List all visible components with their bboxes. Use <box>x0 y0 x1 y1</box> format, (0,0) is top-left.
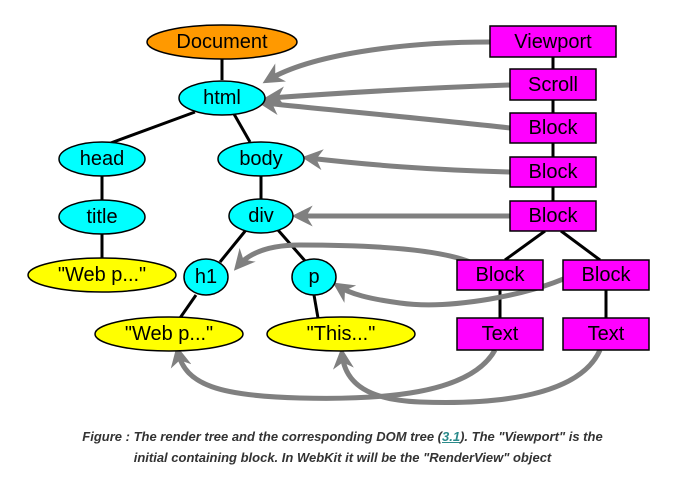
render-box-viewport-label: Viewport <box>514 31 592 53</box>
dom-node-h1-label: h1 <box>195 266 217 288</box>
dom-node-body: body <box>217 141 305 177</box>
render-box-block-p-label: Block <box>582 264 632 286</box>
dom-node-div-label: div <box>248 205 274 227</box>
render-box-block-html: Block <box>509 112 597 144</box>
arrow-block-html <box>257 94 511 131</box>
dom-node-h1-text: "Web p..." <box>94 316 244 352</box>
caption-text-after: ). The "Viewport" is the initial contain… <box>133 429 603 465</box>
dom-node-title-text: "Web p..." <box>27 257 177 293</box>
dom-node-p-text: "This..." <box>266 316 416 352</box>
dom-node-head: head <box>58 141 146 177</box>
render-box-scroll: Scroll <box>509 68 597 101</box>
edge-html-body <box>232 113 252 143</box>
dom-node-title: title <box>58 199 146 235</box>
arrow-texth1-h1text <box>170 345 498 401</box>
dom-node-div: div <box>228 198 294 234</box>
render-box-text-p: Text <box>562 317 650 351</box>
dom-node-h1: h1 <box>183 258 229 296</box>
dom-tree-edges <box>100 58 320 319</box>
render-tree-edges <box>498 57 608 318</box>
dom-node-html-label: html <box>203 87 241 109</box>
dom-node-p-label: p <box>308 266 319 288</box>
arrow-viewport-document <box>262 39 491 84</box>
render-box-block-body-label: Block <box>529 161 579 183</box>
render-box-scroll-label: Scroll <box>528 74 578 96</box>
arrow-scroll-html <box>263 82 511 108</box>
render-box-block-div-label: Block <box>529 205 579 227</box>
render-box-block-body: Block <box>509 156 597 188</box>
render-box-block-p: Block <box>562 259 650 291</box>
edge-block3-blockp <box>560 229 601 262</box>
arrow-textp-ptext <box>332 347 603 405</box>
render-box-block-h1-label: Block <box>476 264 526 286</box>
render-box-text-p-label: Text <box>588 323 625 345</box>
dom-node-p-text-label: "This..." <box>307 323 376 345</box>
arrow-blockh1-h1 <box>233 242 471 271</box>
render-box-viewport: Viewport <box>489 25 617 58</box>
caption-text-before: Figure : The render tree and the corresp… <box>82 429 443 444</box>
render-box-block-html-label: Block <box>529 117 579 139</box>
edge-p-text <box>312 294 320 319</box>
arrow-block-body <box>301 149 511 175</box>
mapping-arrows <box>170 39 603 405</box>
figure-caption: Figure : The render tree and the corresp… <box>70 426 615 468</box>
render-box-text-h1: Text <box>456 317 544 351</box>
render-tree-diagram: Document html head body title "Web p..."… <box>27 24 650 405</box>
edge-h1-text <box>178 294 198 319</box>
dom-node-title-text-label: "Web p..." <box>58 264 146 286</box>
dom-node-head-label: head <box>80 148 125 170</box>
caption-reference-link[interactable]: 3.1 <box>442 429 461 444</box>
render-box-block-div: Block <box>509 200 597 232</box>
edge-block3-blockh1 <box>504 229 546 262</box>
edge-div-h1 <box>218 229 248 263</box>
dom-node-p: p <box>291 258 337 296</box>
dom-node-h1-text-label: "Web p..." <box>125 323 213 345</box>
edge-html-head <box>107 110 196 146</box>
render-box-block-h1: Block <box>456 259 544 291</box>
dom-node-title-label: title <box>86 206 117 228</box>
render-box-text-h1-label: Text <box>482 323 519 345</box>
dom-node-document: Document <box>146 24 298 60</box>
dom-node-document-label: Document <box>176 31 268 53</box>
dom-node-html: html <box>178 80 266 116</box>
dom-node-body-label: body <box>239 148 282 170</box>
